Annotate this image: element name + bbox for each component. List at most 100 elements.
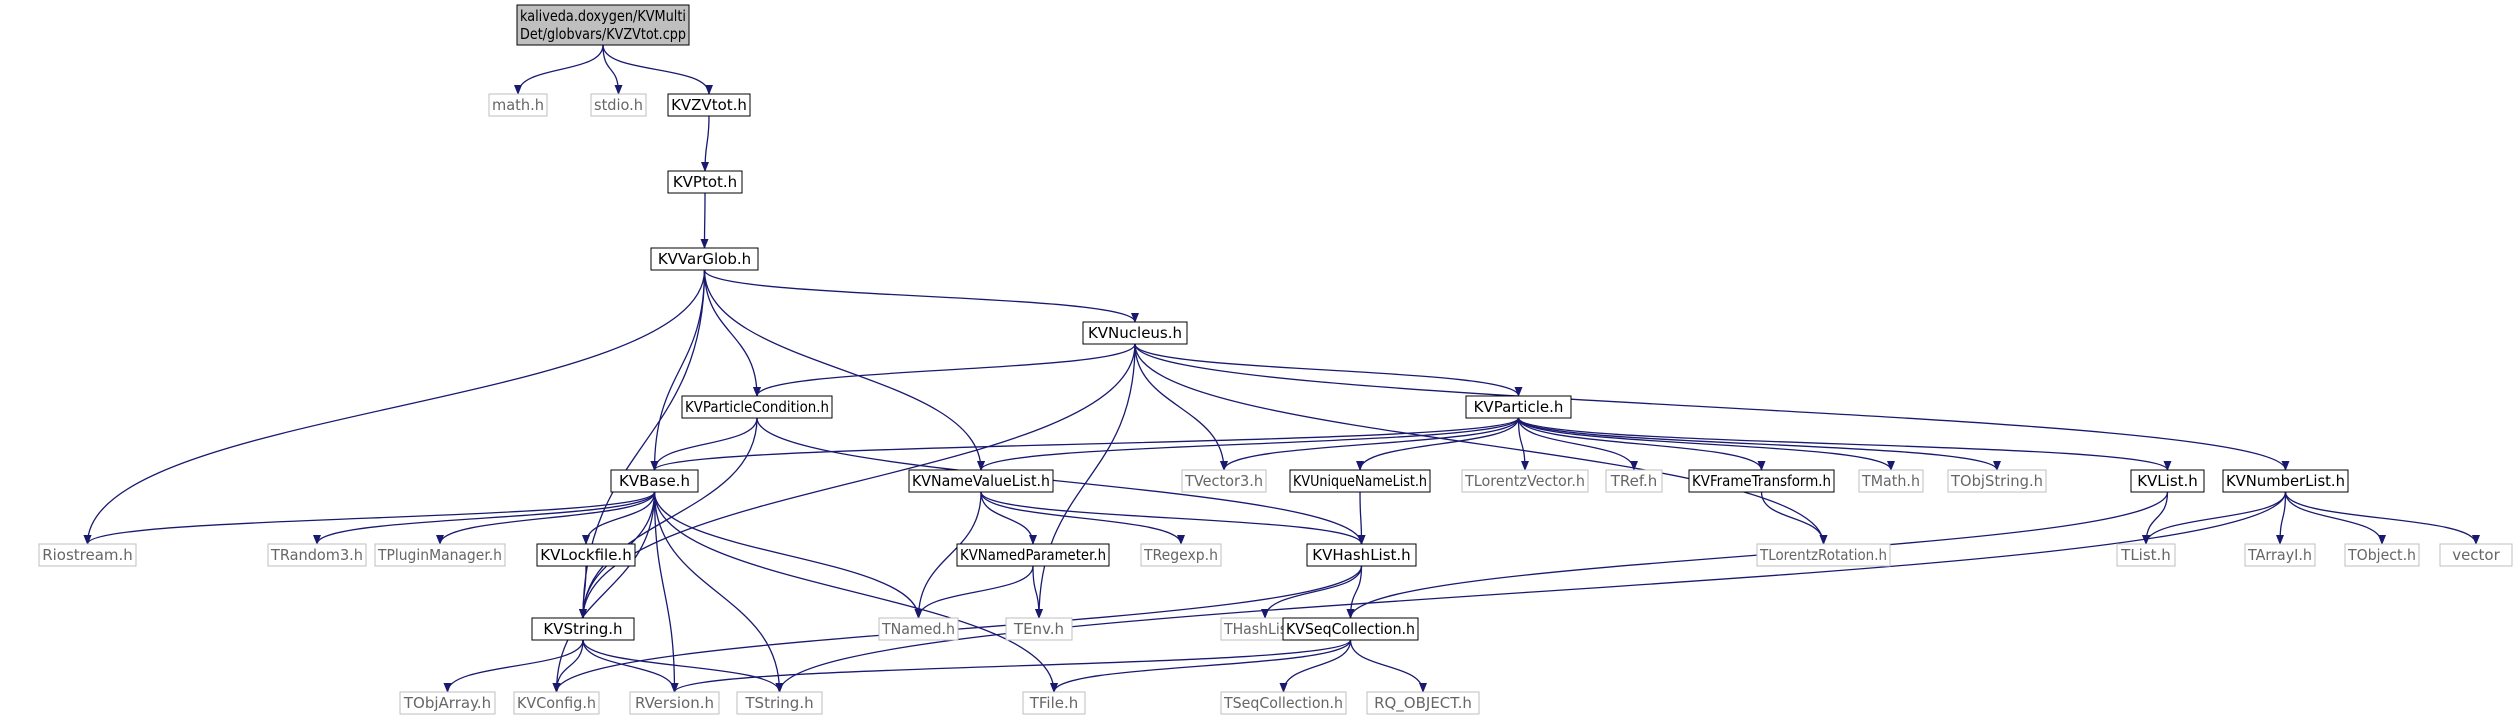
edge-root-to-math <box>514 44 604 95</box>
node-box-kvnamedparameter <box>956 543 1110 567</box>
node-kvnamevaluelist[interactable]: KVNameValueList.h <box>908 469 1054 493</box>
edge-kvseqcollection-to-tfile <box>1050 639 1352 693</box>
node-label-tvector3: TVector3.h <box>1184 472 1263 490</box>
node-box-kvstring <box>531 617 635 641</box>
node-kvptot[interactable]: KVPtot.h <box>667 170 743 194</box>
edge-kvnumberlist-to-tobject <box>2284 491 2386 545</box>
node-label-math: math.h <box>492 96 544 114</box>
node-label-tlorentzvector: TLorentzVector.h <box>1464 472 1585 490</box>
node-kvseqcollection[interactable]: KVSeqCollection.h <box>1282 617 1419 641</box>
node-box-kvseqcollection <box>1282 617 1419 641</box>
node-box-kvzvtot <box>667 93 751 117</box>
node-kvconfig: KVConfig.h <box>513 691 600 715</box>
edge-kvnucleus-to-tvector3 <box>1134 343 1228 471</box>
node-kvnucleus[interactable]: KVNucleus.h <box>1082 321 1188 345</box>
node-kvstring[interactable]: KVString.h <box>531 617 635 641</box>
node-label-kvstring: KVString.h <box>543 620 622 638</box>
node-kvzvtot[interactable]: KVZVtot.h <box>667 93 751 117</box>
node-label-kvparticlecondition: KVParticleCondition.h <box>685 398 829 416</box>
node-box-tstring <box>736 691 823 715</box>
edge-kvparticle-to-tmath <box>1517 417 1895 471</box>
node-label-kvnucleus: KVNucleus.h <box>1088 324 1182 342</box>
node-box-tfile <box>1022 691 1086 715</box>
edge-kvhashlist-to-kvseqcollection <box>1346 565 1363 619</box>
node-label-tobjarray: TObjArray.h <box>403 694 491 712</box>
node-label-kvhashlist: KVHashList.h <box>1312 546 1410 564</box>
edge-kvbase-to-riostream <box>83 491 656 545</box>
node-tarrayi: TArrayI.h <box>2244 543 2316 567</box>
node-box-tenv <box>1005 617 1073 641</box>
node-tenv: TEnv.h <box>1005 617 1073 641</box>
edge-kvnucleus-to-kvparticle <box>1134 343 1523 397</box>
node-label-kvvarglob: KVVarGlob.h <box>658 250 751 268</box>
node-kvuniquenamelist[interactable]: KVUniqueNameList.h <box>1289 469 1431 493</box>
node-trandom3: TRandom3.h <box>267 543 367 567</box>
node-box-tlorentzvector <box>1461 469 1589 493</box>
node-tlorentzvector: TLorentzVector.h <box>1461 469 1589 493</box>
node-label-tarrayi: TArrayI.h <box>2247 546 2312 564</box>
edge-kvnucleus-to-kvparticlecondition <box>753 343 1136 397</box>
node-label-tref: TRef.h <box>1610 472 1658 490</box>
edge-kvvarglob-to-kvnucleus <box>703 269 1139 323</box>
node-kvparticlecondition[interactable]: KVParticleCondition.h <box>681 395 833 419</box>
node-tobjstring: TObjString.h <box>1947 469 2047 493</box>
node-label-tlist: TList.h <box>2120 546 2171 564</box>
edge-kvvarglob-to-kvparticlecondition <box>703 269 761 397</box>
node-label-kvzvtot: KVZVtot.h <box>671 96 747 114</box>
node-box-tref <box>1605 469 1663 493</box>
node-box-kvnamevaluelist <box>908 469 1054 493</box>
node-kvvarglob[interactable]: KVVarGlob.h <box>650 247 759 271</box>
node-riostream: Riostream.h <box>38 543 137 567</box>
node-box-stdio <box>590 93 647 117</box>
node-box-tvector3 <box>1181 469 1267 493</box>
node-kvnumberlist[interactable]: KVNumberList.h <box>2222 469 2349 493</box>
edge-kvparticlecondition-to-kvstring <box>579 417 758 619</box>
edge-kvnamevaluelist-to-kvhashlist <box>980 491 1366 545</box>
node-math: math.h <box>488 93 548 117</box>
edge-kvnumberlist-to-tlist <box>2142 491 2287 545</box>
node-label-tnamed: TNamed.h <box>881 620 955 638</box>
node-box-tarrayi <box>2244 543 2316 567</box>
node-kvbase[interactable]: KVBase.h <box>610 469 699 493</box>
edge-kvnamedparameter-to-tenv <box>1032 565 1043 619</box>
node-box-math <box>488 93 548 117</box>
node-label-rversion: RVersion.h <box>635 694 714 712</box>
edge-kvnumberlist-to-tstring <box>775 491 2287 693</box>
node-label-kvbase: KVBase.h <box>619 472 690 490</box>
node-tobject: TObject.h <box>2344 543 2420 567</box>
node-label-tregexp: TRegexp.h <box>1143 546 1218 564</box>
node-tstring: TString.h <box>736 691 823 715</box>
edge-kvnamedparameter-to-tnamed <box>914 565 1034 619</box>
edge-kvnumberlist-to-vector <box>2284 491 2480 545</box>
edge-kvparticlecondition-to-kvhashlist <box>756 417 1366 545</box>
edge-kvnamevaluelist-to-tregexp <box>980 491 1185 545</box>
node-vector: vector <box>2439 543 2513 567</box>
node-label-rq_object: RQ_OBJECT.h <box>1374 694 1472 713</box>
node-label-kvparticle: KVParticle.h <box>1474 398 1564 416</box>
node-tregexp: TRegexp.h <box>1140 543 1222 567</box>
node-kvframetransform[interactable]: KVFrameTransform.h <box>1688 469 1835 493</box>
node-box-kvbase <box>610 469 699 493</box>
node-tpluginmanager: TPluginManager.h <box>374 543 506 567</box>
node-box-kvptot <box>667 170 743 194</box>
node-kvparticle[interactable]: KVParticle.h <box>1465 395 1572 419</box>
node-box-kvparticlecondition <box>681 395 833 419</box>
node-kvlockfile[interactable]: KVLockfile.h <box>536 543 636 567</box>
edge-kvnumberlist-to-tarrayi <box>2276 491 2287 545</box>
edge-kvseqcollection-to-tseqcollection <box>1279 639 1352 693</box>
node-label-tobjstring: TObjString.h <box>1950 472 2043 490</box>
edge-kvparticlecondition-to-kvbase <box>650 417 758 471</box>
node-root[interactable]: kaliveda.doxygen/KVMultiDet/globvars/KVZ… <box>516 4 690 46</box>
node-label-vector: vector <box>2452 546 2500 564</box>
node-kvlist[interactable]: KVList.h <box>2130 469 2205 493</box>
node-label-stdio: stdio.h <box>594 96 643 114</box>
node-box-tobjarray <box>399 691 496 715</box>
edge-kvnucleus-to-kvstring <box>579 343 1136 619</box>
node-kvhashlist[interactable]: KVHashList.h <box>1306 543 1417 567</box>
edge-kvstring-to-tstring <box>582 639 784 693</box>
node-tnamed: TNamed.h <box>878 617 959 641</box>
node-kvnamedparameter[interactable]: KVNamedParameter.h <box>956 543 1110 567</box>
edge-kvzvtot-to-kvptot <box>701 115 710 172</box>
edge-kvhashlist-to-kvconfig <box>552 565 1363 693</box>
edges-layer <box>83 44 2480 693</box>
